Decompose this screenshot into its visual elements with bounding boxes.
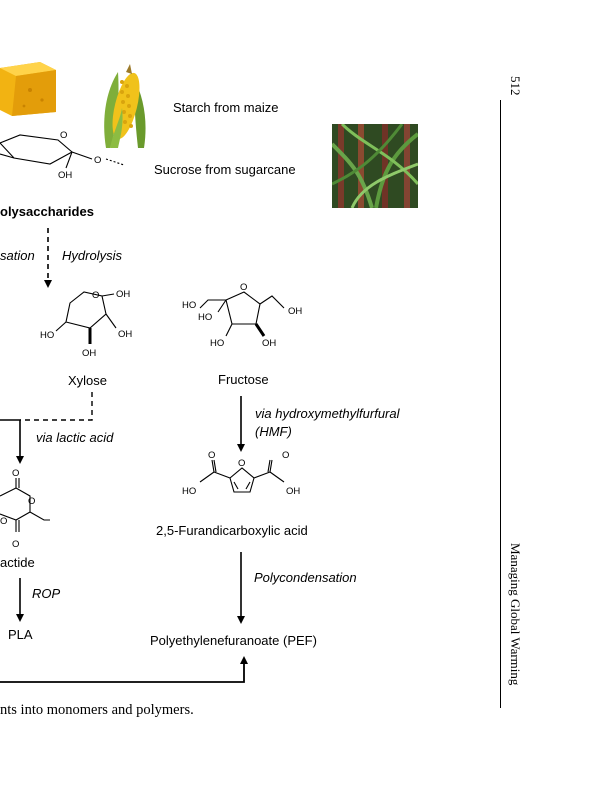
cheese-block-image [0, 62, 56, 116]
svg-text:O: O [208, 450, 215, 461]
pef-label: Polyethylenefuranoate (PEF) [150, 633, 317, 648]
polysaccharide-structure [0, 134, 125, 169]
fdca-structure [199, 459, 285, 493]
fructose-structure [199, 291, 285, 337]
svg-text:HO: HO [40, 330, 54, 341]
svg-text:O: O [12, 468, 19, 479]
via-hmf-label-line2: (HMF) [255, 424, 292, 439]
fructose-label: Fructose [218, 372, 269, 387]
sucrose-source-label: Sucrose from sugarcane [154, 162, 296, 177]
lactide-label: actide [0, 555, 35, 570]
svg-text:O: O [28, 496, 35, 507]
figure-caption: nts into monomers and polymers. [0, 702, 194, 718]
solid-connector-to-lactide [0, 419, 24, 464]
svg-text:HO: HO [210, 338, 224, 349]
running-header: Managing Global Warming [508, 543, 523, 686]
svg-text:OH: OH [262, 338, 276, 349]
lactide-structure [0, 478, 50, 532]
svg-text:HO: HO [182, 486, 196, 497]
margin-rule [500, 100, 501, 708]
via-hmf-label-line1: via hydroxymethylfurfural [255, 406, 400, 421]
rop-label: ROP [32, 586, 61, 601]
svg-text:OH: OH [82, 348, 96, 359]
svg-text:O: O [0, 516, 7, 527]
fdca-label: 2,5-Furandicarboxylic acid [156, 523, 308, 538]
corn-cob-image [104, 64, 146, 148]
svg-text:HO: HO [182, 300, 196, 311]
polysaccharides-label: olysaccharides [0, 204, 94, 219]
svg-text:O: O [12, 539, 19, 550]
xylose-label: Xylose [68, 373, 108, 388]
sugarcane-image [332, 124, 418, 208]
polycondensation-label: Polycondensation [254, 570, 357, 585]
svg-text:O: O [282, 450, 289, 461]
xylose-structure [55, 291, 117, 344]
starch-source-label: Starch from maize [173, 100, 279, 115]
ring-oxygen-label: O [60, 130, 67, 141]
glycosidic-oxygen-label: O [94, 155, 101, 166]
page-number: 512 [508, 76, 523, 96]
svg-text:OH: OH [116, 289, 130, 300]
oh-label: OH [58, 170, 72, 181]
svg-text:O: O [92, 290, 99, 301]
svg-text:OH: OH [288, 306, 302, 317]
via-lactic-acid-label: via lactic acid [36, 430, 114, 445]
svg-text:O: O [238, 458, 245, 469]
connector-pla-to-pef [0, 656, 248, 683]
dashed-connector-xylose [20, 392, 93, 421]
hydrolysis-label: Hydrolysis [62, 248, 122, 263]
svg-text:OH: OH [118, 329, 132, 340]
pla-label: PLA [8, 627, 33, 642]
svg-text:HO: HO [198, 312, 212, 323]
condensation-label: sation [0, 248, 35, 263]
svg-text:O: O [240, 282, 247, 293]
svg-text:OH: OH [286, 486, 300, 497]
